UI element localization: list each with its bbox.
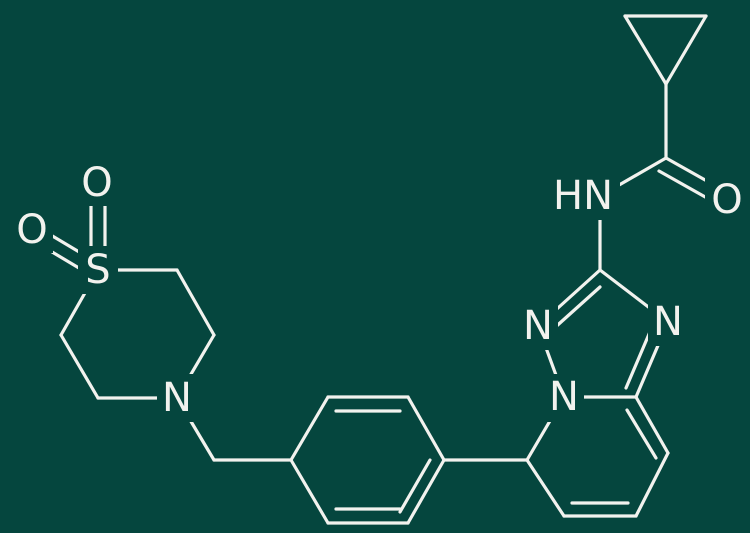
bond-carbonyl-o-2 [657,169,709,200]
bond-benzene-3 [289,395,330,462]
thiomorpholine-nitrogen-label: N [162,375,192,421]
bond-c8a-c8-2 [625,408,658,460]
sulfone-oxygen-left-label: O [16,207,47,253]
triazole-nitrogen-left-label: N [523,303,553,349]
amide-oxygen-label: O [711,177,742,223]
atom-labels: O O S N HN O N N N [11,160,749,422]
bond-benzene-1 [406,395,446,462]
bond-c8a-c8-1 [634,395,670,455]
bond-benzene-6-inner [398,458,432,514]
bond-c8-c7 [634,451,670,518]
thiomorpholine-ring [59,268,216,400]
bond-c6-c5 [59,333,100,400]
bond-benzene-6 [406,458,446,525]
pyridine-ring [525,395,670,518]
bond-cyclopropyl-right [664,14,708,86]
cyclopropyl-ring [623,14,708,86]
sulfur-label: S [85,247,110,293]
triazole-nitrogen-right-label: N [653,299,683,345]
bond-benzene-4 [289,458,330,525]
bond-n-left-c2-2 [549,285,602,333]
bond-c6-c5 [525,458,566,518]
sulfone-oxygen-top-label: O [81,160,112,206]
amide-nh-label: HN [553,173,613,219]
benzene-ring [289,395,446,525]
bond-c3-c2 [175,268,216,337]
bridgehead-nitrogen-label: N [549,374,579,420]
bond-cyclopropyl-left [623,14,668,86]
